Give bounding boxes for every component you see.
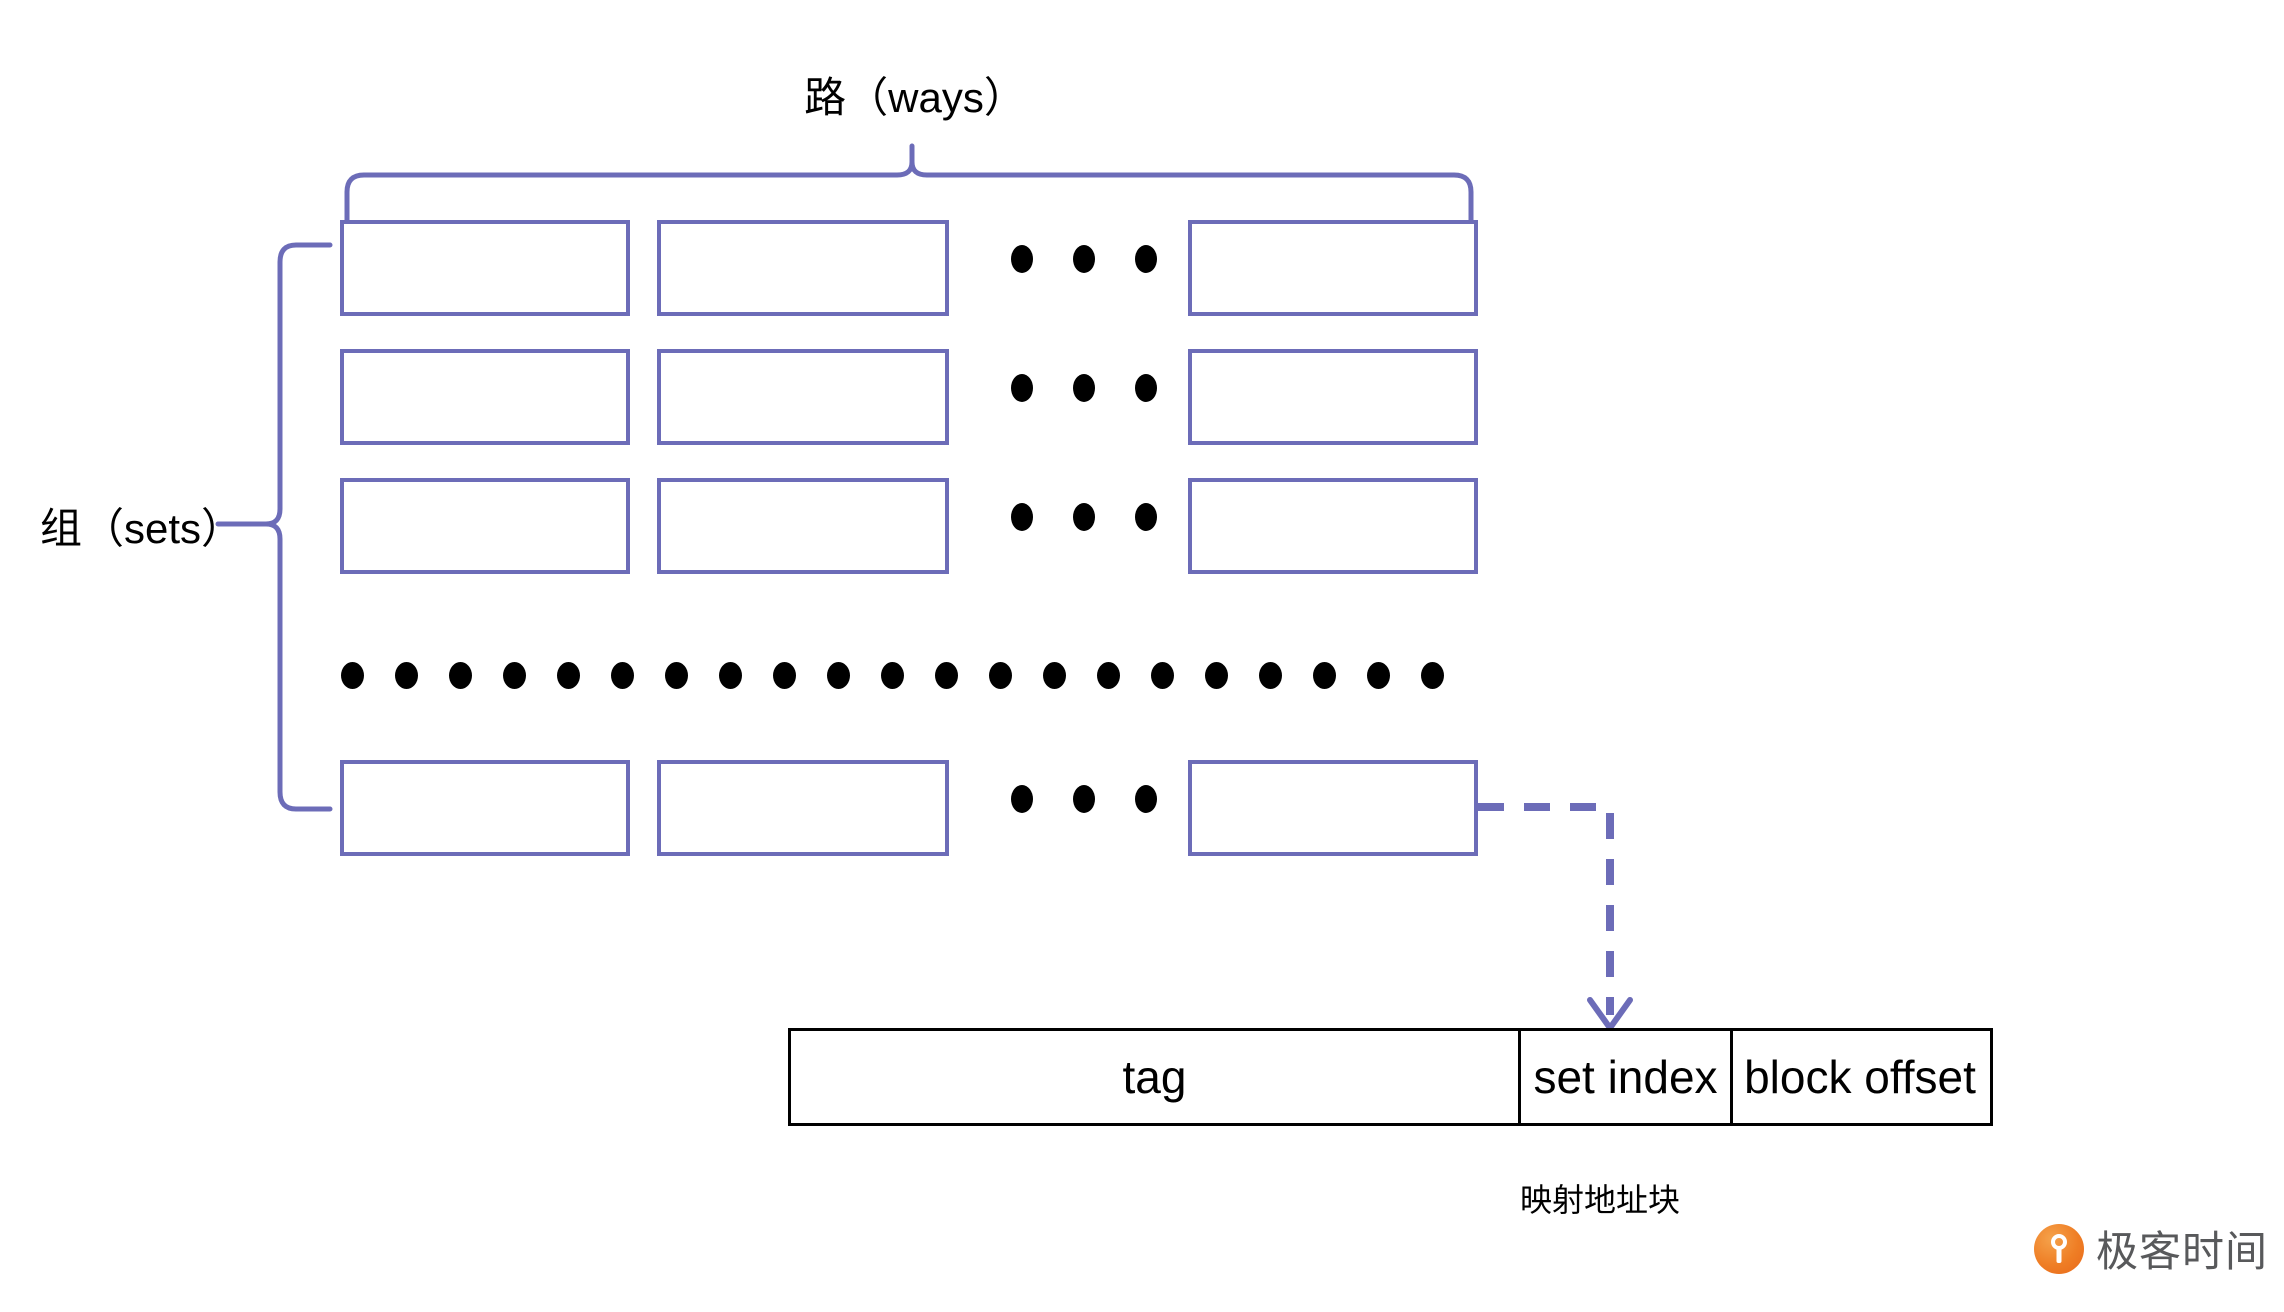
- address-block-caption: 映射地址块: [1519, 1182, 1680, 1218]
- sets-ellipsis-dot: [773, 662, 796, 689]
- sets-ellipsis-dot: [1367, 662, 1390, 689]
- ways-ellipsis-row2: [1011, 374, 1157, 402]
- sets-ellipsis-dot: [1205, 662, 1228, 689]
- ways-ellipsis-row1: [1011, 245, 1157, 273]
- ways-ellipsis-row3: [1011, 503, 1157, 531]
- address-field-block-offset[interactable]: block offset: [1744, 1051, 1976, 1103]
- address-block: tag set index block offset: [788, 1028, 1993, 1126]
- sets-ellipsis-dot: [1043, 662, 1066, 689]
- sets-ellipsis-dot: [503, 662, 526, 689]
- sets-ellipsis-dot: [1259, 662, 1282, 689]
- sets-ellipsis-dot: [827, 662, 850, 689]
- address-field-tag[interactable]: tag: [791, 1031, 1521, 1123]
- sets-ellipsis-dot: [1313, 662, 1336, 689]
- sets-ellipsis-dot: [1151, 662, 1174, 689]
- cache-cell-r4-c1[interactable]: [340, 760, 630, 856]
- cache-cell-r2-c1[interactable]: [340, 349, 630, 445]
- cache-cell-r2-c2[interactable]: [657, 349, 949, 445]
- sets-ellipsis-dot: [395, 662, 418, 689]
- cache-cell-r4-c3[interactable]: [1188, 760, 1478, 856]
- sets-ellipsis-dot: [935, 662, 958, 689]
- ways-label: 路（ways）: [804, 74, 1026, 121]
- cache-cell-r2-c3[interactable]: [1188, 349, 1478, 445]
- ways-ellipsis-row4: [1011, 785, 1157, 813]
- sets-ellipsis-dot: [1097, 662, 1120, 689]
- geekbang-logo-icon: [2034, 1223, 2084, 1274]
- cache-cell-r3-c3[interactable]: [1188, 478, 1478, 574]
- sets-ellipsis-dot: [449, 662, 472, 689]
- sets-ellipsis-dot: [557, 662, 580, 689]
- set-index-connector-arrow: [1478, 803, 1633, 1031]
- cache-cell-r4-c2[interactable]: [657, 760, 949, 856]
- sets-label: 组（sets）: [40, 505, 244, 552]
- cache-cell-r1-c1[interactable]: [340, 220, 630, 316]
- cache-cell-r1-c2[interactable]: [657, 220, 949, 316]
- watermark-text: 极客时间: [2096, 1228, 2269, 1275]
- sets-ellipsis-dot: [989, 662, 1012, 689]
- sets-ellipsis-dot: [611, 662, 634, 689]
- sets-ellipsis-dot: [881, 662, 904, 689]
- watermark: 极客时间: [2034, 1218, 2268, 1279]
- sets-ellipsis-dot: [719, 662, 742, 689]
- sets-ellipsis-dot: [341, 662, 364, 689]
- cache-cell-r3-c1[interactable]: [340, 478, 630, 574]
- cache-cell-r3-c2[interactable]: [657, 478, 949, 574]
- sets-ellipsis-dot: [1421, 662, 1444, 689]
- address-field-set-index[interactable]: set index: [1521, 1031, 1733, 1123]
- sets-ellipsis-row: [341, 662, 1444, 689]
- sets-ellipsis-dot: [665, 662, 688, 689]
- cache-cell-r1-c3[interactable]: [1188, 220, 1478, 316]
